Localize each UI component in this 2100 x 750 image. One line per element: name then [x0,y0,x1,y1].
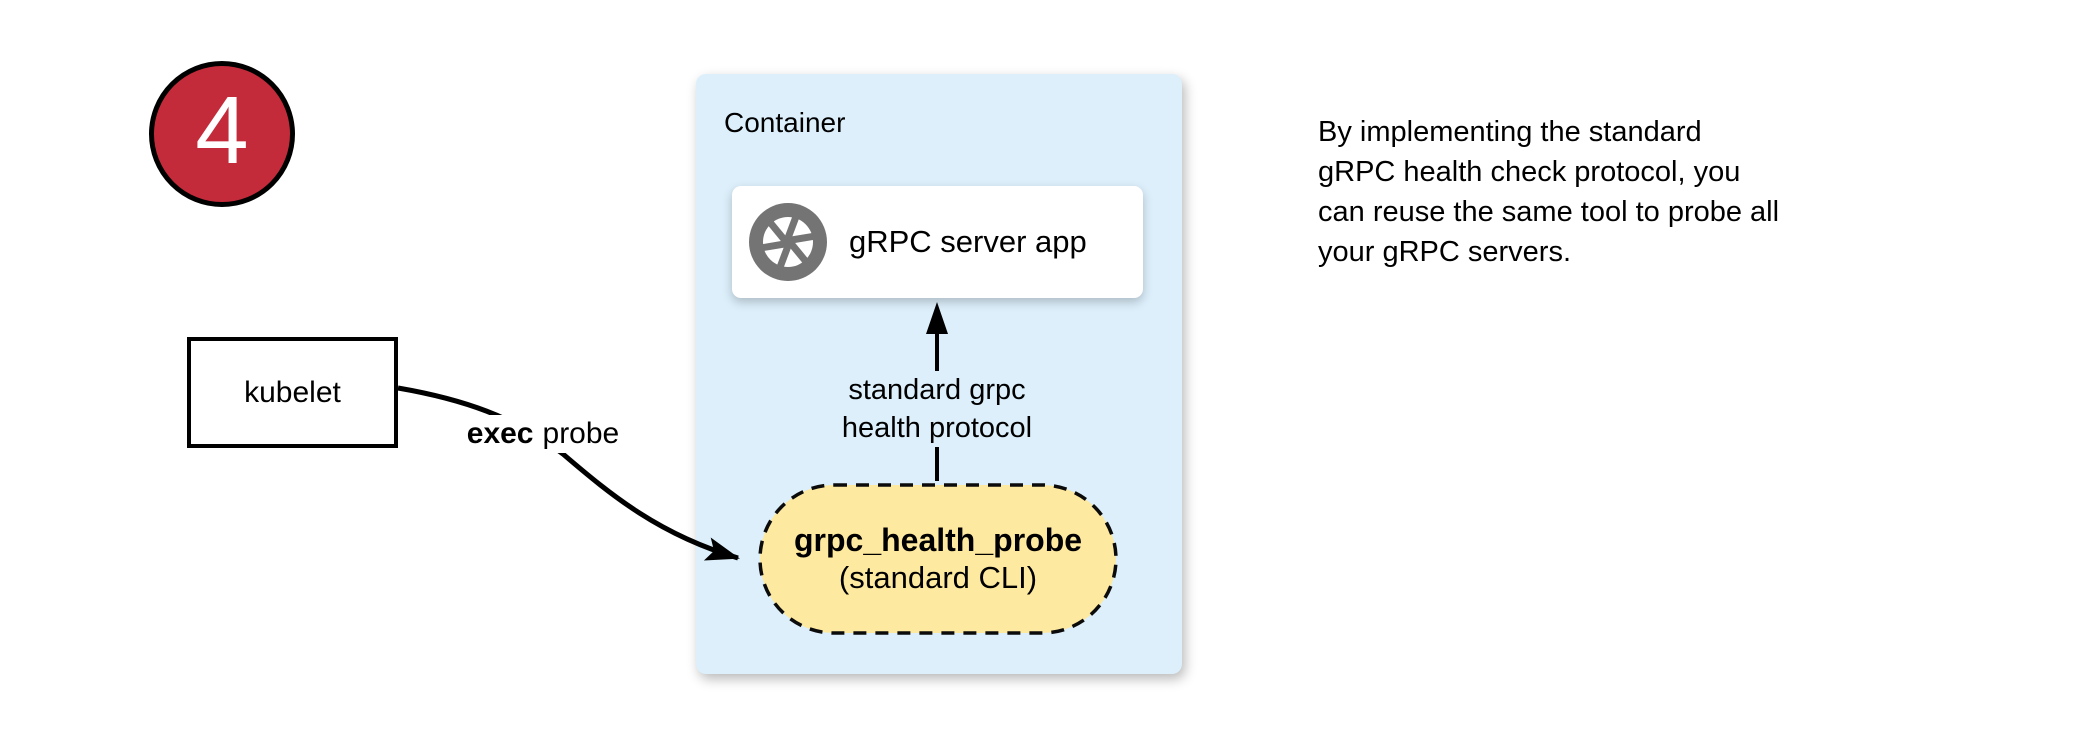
edge-exec-probe [397,385,740,561]
node-grpc-server-app: gRPC server app [732,186,1143,298]
note-line: By implementing the standard [1318,116,1702,148]
health-protocol-line1: standard grpc [848,374,1026,406]
health-protocol-line2: health protocol [841,412,1033,444]
node-grpc-health-probe: grpc_health_probe (standard CLI) [758,483,1118,635]
note-line: can reuse the same tool to probe all [1318,196,1780,228]
node-kubelet: kubelet [187,337,398,448]
container-label: Container [724,107,846,138]
note-text: By implementing the standard gRPC health… [1318,112,1779,272]
server-app-label: gRPC server app [849,224,1087,259]
step-badge: 4 [149,61,295,207]
pill-dashed-border [758,483,1118,635]
exec-label-rest: probe [542,417,620,450]
exec-label-bold: exec [466,417,534,450]
edge-label-health-protocol: standard grpc health protocol [831,371,1043,447]
step-number: 4 [195,77,249,184]
probe-subtitle: (standard CLI) [838,560,1038,595]
probe-name: grpc_health_probe [793,522,1083,558]
kubelet-label: kubelet [244,375,341,409]
note-line: gRPC health check protocol, you [1318,156,1741,188]
aperture-icon [749,203,827,281]
note-line: your gRPC servers. [1318,236,1572,268]
